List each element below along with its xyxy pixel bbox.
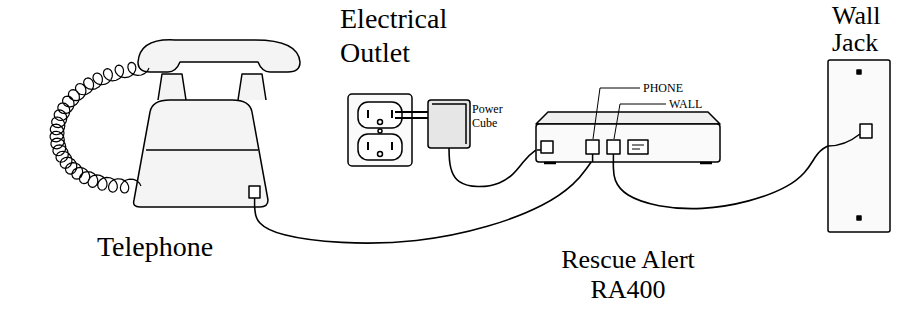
electrical-outlet: Electrical Outlet — [346, 92, 414, 168]
switch-panel — [628, 140, 648, 154]
device-label: Telephone — [70, 231, 240, 263]
device-label: Electrical Outlet — [340, 2, 470, 70]
receptacle-slots — [368, 110, 392, 150]
power-jack — [541, 141, 553, 153]
phone-jack-stub — [254, 198, 256, 207]
device-label: Rescue Alert RA400 — [536, 245, 720, 305]
unit-feet — [544, 162, 712, 165]
switch-marks — [632, 145, 644, 149]
phone-port — [586, 140, 599, 154]
leader-line — [593, 88, 640, 139]
phone-handset — [138, 40, 300, 72]
outlet-plate — [348, 94, 412, 166]
plate-screw — [857, 216, 861, 220]
receptacle — [358, 134, 402, 160]
wall-socket-stub — [828, 134, 860, 146]
ground-hole — [378, 120, 383, 125]
wall-plate — [828, 60, 890, 232]
device-label: Power Cube — [472, 102, 514, 130]
phone-jack — [249, 186, 260, 198]
leader-line — [614, 104, 666, 139]
receptacle — [358, 102, 402, 128]
plate-screw — [378, 129, 382, 133]
plug-prongs — [395, 112, 428, 118]
ground-hole — [378, 152, 383, 157]
device-label: Wall Jack — [832, 2, 894, 56]
power-cube-edge — [432, 104, 466, 144]
phone-base-seam — [146, 149, 258, 151]
telephone-device: Telephone — [130, 95, 270, 207]
wall-socket — [860, 124, 872, 138]
phone-base — [134, 100, 268, 207]
cord — [255, 162, 592, 243]
power-cube — [428, 100, 470, 148]
cord — [613, 146, 828, 209]
plate-screw — [857, 70, 861, 74]
port-label: PHONE — [641, 81, 685, 95]
unit-body — [536, 124, 720, 162]
cord — [449, 148, 536, 187]
port-label: WALL — [667, 97, 704, 111]
unit-lid — [536, 112, 720, 124]
wall-jack: Wall Jack — [828, 60, 890, 232]
power-cube: Power Cube — [428, 100, 470, 148]
port-stubs — [537, 150, 613, 162]
wall-port — [607, 140, 620, 154]
rescue-alert-unit: Rescue Alert RA400 — [536, 108, 720, 162]
phone-cradle — [158, 74, 266, 100]
coiled-cord — [50, 62, 149, 193]
